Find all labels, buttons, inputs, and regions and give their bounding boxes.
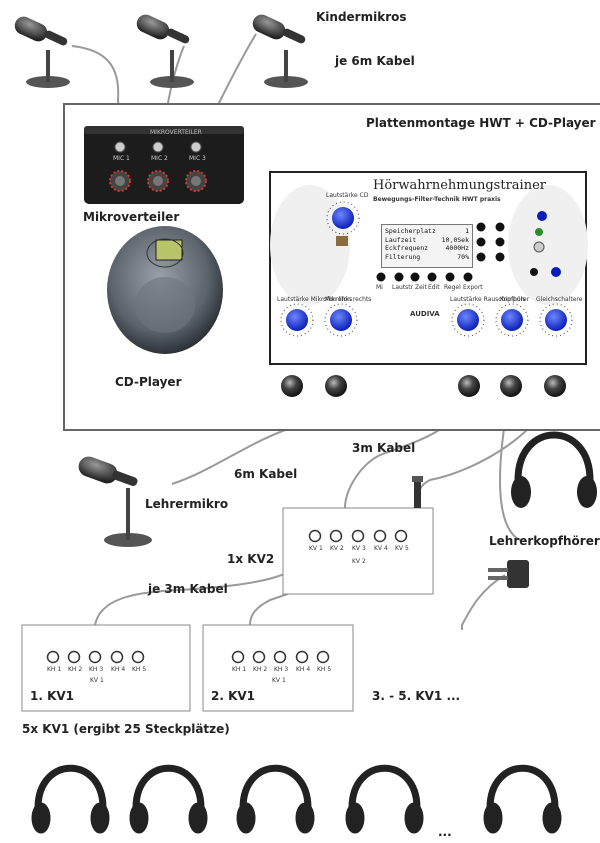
mv-port-label-3: MIC 3 — [189, 155, 206, 162]
kv1-box-1 — [21, 624, 191, 712]
kv1-2-port-label-2: KH 2 — [253, 666, 268, 673]
kv2-ports[interactable] — [308, 529, 408, 543]
hwt-knob-rauschimpuls[interactable] — [451, 303, 485, 337]
kv2-port-label-3: KV 3 — [352, 545, 366, 552]
hwt-knob-label-mic-left: Lautstärke Mikrofon links — [277, 296, 353, 303]
kv1-1-ports[interactable] — [46, 650, 145, 664]
kv1-2-port-label-1: KH 1 — [232, 666, 247, 673]
hwt-knob-label-kopfhoerer: Kopfhörer — [500, 296, 530, 303]
lehrermikro — [78, 456, 152, 547]
label-plattenmontage: Plattenmontage HWT + CD-Player — [366, 116, 596, 130]
power-adapter — [488, 560, 529, 588]
kv1-1-port-label-5: KH 5 — [132, 666, 147, 673]
kv1-2-port-label-5: KH 5 — [317, 666, 332, 673]
kv1-2-ports[interactable] — [231, 650, 330, 664]
label-ellipsis: ... — [438, 825, 452, 839]
lcd-key: Eckfrequenz — [385, 244, 429, 252]
hwt-button-label-mi: Mi — [376, 284, 383, 291]
kv2-port-label-1: KV 1 — [309, 545, 323, 552]
kopfhoerer-row — [31, 764, 562, 834]
lcd-value: 1 — [465, 227, 469, 235]
hwt-badge: HWT praxis — [462, 196, 501, 203]
lcd-row: Eckfrequenz 4000Hz — [385, 244, 469, 253]
hwt-subtitle: Bewegungs-Filter-Technik — [373, 196, 460, 203]
hwt-knob-kopfhoerer[interactable] — [495, 303, 529, 337]
kv1-2-port-label-4: KH 4 — [296, 666, 311, 673]
hwt-knob-gleichschaltere[interactable] — [539, 303, 573, 337]
kv2-port-label-4: KV 4 — [374, 545, 388, 552]
kv2-port-label-2: KV 2 — [330, 545, 344, 552]
hwt-button-label-regel: Regel — [444, 284, 461, 291]
label-lehrermikro: Lehrermikro — [145, 497, 229, 511]
hwt-brand: AUDIVA — [410, 310, 440, 318]
kindermikro-3 — [252, 14, 308, 88]
lcd-value: 10,0Sek — [441, 235, 469, 244]
lehrerkopfhoerer — [511, 431, 597, 508]
kv2-box — [282, 507, 434, 595]
kindermikro-1 — [14, 16, 70, 88]
mv-port-label-2: MIC 2 — [151, 155, 168, 162]
lcd-value: 70% — [457, 252, 469, 261]
lcd-key: Filterung — [385, 252, 421, 261]
hwt-knob-label-mic-right: Mikrofon rechts — [325, 296, 372, 303]
label-kv1-rest: 3. - 5. KV1 ... — [372, 689, 461, 703]
hwt-lcd-display: Speicherplatz 1 Laufzeit 10,0Sek Eckfreque… — [381, 224, 473, 268]
label-3m-kabel: 3m Kabel — [352, 441, 416, 455]
hwt-knob-mic-left[interactable] — [280, 303, 314, 337]
kv1-2-port-label-3: KH 3 — [274, 666, 289, 673]
mv-port-label-1: MIC 1 — [113, 155, 130, 162]
label-kv1-1: 1. KV1 — [30, 689, 75, 703]
hwt-button-label-edit: Edit — [428, 284, 440, 291]
label-je-6m-kabel: je 6m Kabel — [335, 54, 415, 68]
kv1-1-port-label-4: KH 4 — [111, 666, 126, 673]
hwt-knob-label-rauschimpuls: Lautstärke Rauschimpuls — [450, 296, 526, 303]
hwt-knob-label-cd: Lautstärke CD — [326, 192, 369, 199]
label-je-3m-kabel: je 3m Kabel — [148, 582, 228, 596]
lcd-row: Laufzeit 10,0Sek — [385, 236, 469, 245]
lcd-value: 4000Hz — [445, 244, 469, 252]
hwt-knob-mic-right[interactable] — [324, 303, 358, 337]
cd-player-device — [107, 226, 223, 354]
kv2-port-label-5: KV 5 — [395, 545, 409, 552]
kv1-1-port-label-1: KH 1 — [47, 666, 62, 673]
hwt-knob-cd[interactable] — [326, 201, 360, 235]
label-kv2-count: 1x KV2 — [227, 552, 275, 566]
hwt-button-label-export: Export — [463, 284, 483, 291]
label-cd-player: CD-Player — [115, 375, 182, 389]
kv2-name: KV 2 — [352, 558, 366, 565]
hwt-panel — [269, 171, 588, 365]
board-jacks[interactable] — [281, 375, 566, 397]
kv1-1-port-label-3: KH 3 — [89, 666, 104, 673]
lcd-key: Laufzeit — [385, 235, 417, 244]
kv1-2-name: KV 1 — [272, 677, 286, 684]
hwt-led-yellow — [336, 236, 348, 246]
label-lehrerkopfhoerer: Lehrerkopfhörer — [489, 534, 600, 548]
label-mikroverteiler: Mikroverteiler — [83, 210, 180, 224]
kv1-box-2 — [202, 624, 354, 712]
label-6m-kabel: 6m Kabel — [234, 467, 298, 481]
hwt-indicators — [530, 211, 561, 277]
kv1-1-port-label-2: KH 2 — [68, 666, 83, 673]
mikroverteiler-device — [84, 126, 244, 204]
kindermikro-2 — [136, 14, 194, 88]
lcd-row: Speicherplatz 1 — [385, 227, 469, 236]
mv-title: MIKROVERTEILER — [150, 129, 202, 136]
label-kv1-2: 2. KV1 — [211, 689, 256, 703]
label-kv1-summary: 5x KV1 (ergibt 25 Steckplätze) — [22, 722, 230, 736]
hwt-title: Hörwahrnehmungstrainer — [373, 178, 546, 193]
kv1-1-name: KV 1 — [90, 677, 104, 684]
lcd-row: Filterung 70% — [385, 253, 469, 262]
hwt-knob-label-gleichschaltere: Gleichschaltere — [536, 296, 583, 303]
hwt-button-label-lautstr-zeit: Lautstr Zeit — [392, 284, 427, 291]
label-kindermikros: Kindermikros — [316, 10, 407, 24]
hwt-button-grid[interactable] — [476, 222, 505, 262]
hwt-button-row[interactable] — [376, 272, 473, 282]
lcd-key: Speicherplatz — [385, 227, 436, 235]
